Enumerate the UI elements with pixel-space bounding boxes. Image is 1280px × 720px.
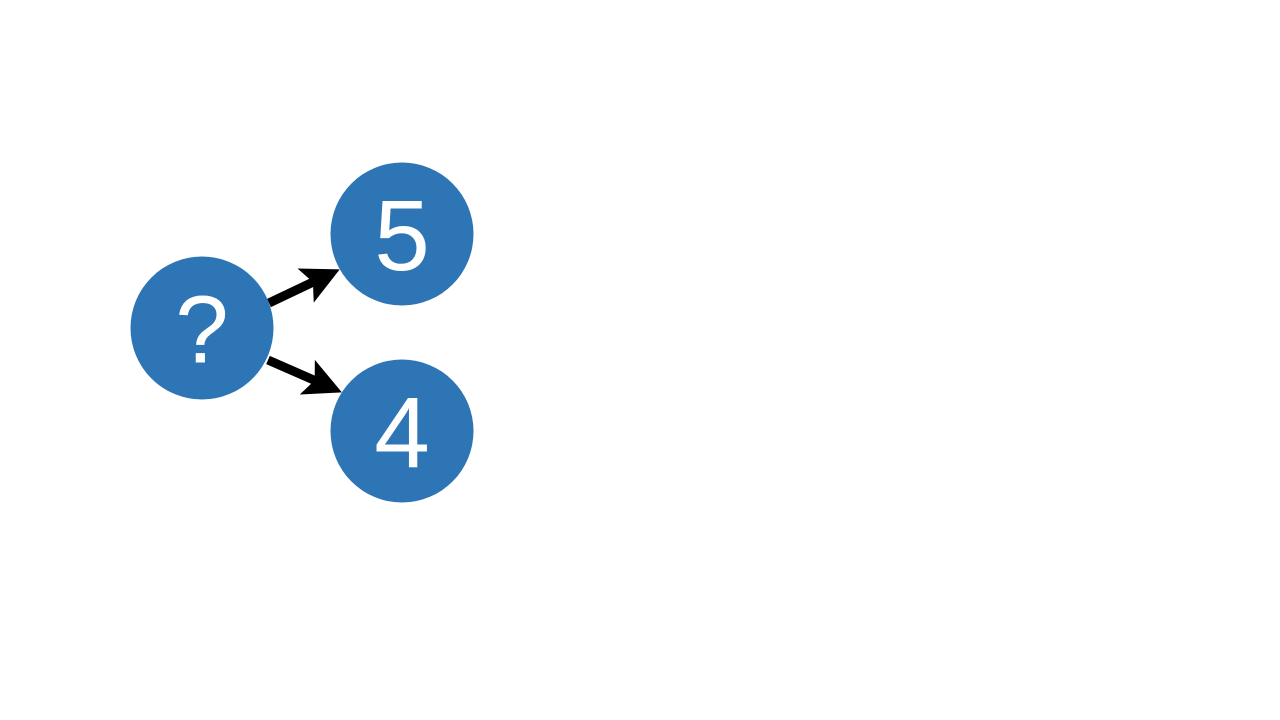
node-child-5[interactable]: 5: [330, 162, 474, 306]
node-child-5-label: 5: [374, 180, 430, 292]
edge-root-to-4: [266, 355, 342, 395]
node-child-5-circle[interactable]: [330, 162, 474, 306]
node-root[interactable]: ?: [130, 256, 274, 400]
node-child-4[interactable]: 4: [330, 359, 474, 503]
node-child-4-circle[interactable]: [330, 359, 474, 503]
edge-root-to-5: [267, 268, 340, 308]
edges-group: [266, 268, 342, 395]
node-root-circle[interactable]: [130, 256, 274, 400]
node-child-4-label: 4: [374, 377, 430, 489]
node-root-label: ?: [175, 277, 228, 384]
